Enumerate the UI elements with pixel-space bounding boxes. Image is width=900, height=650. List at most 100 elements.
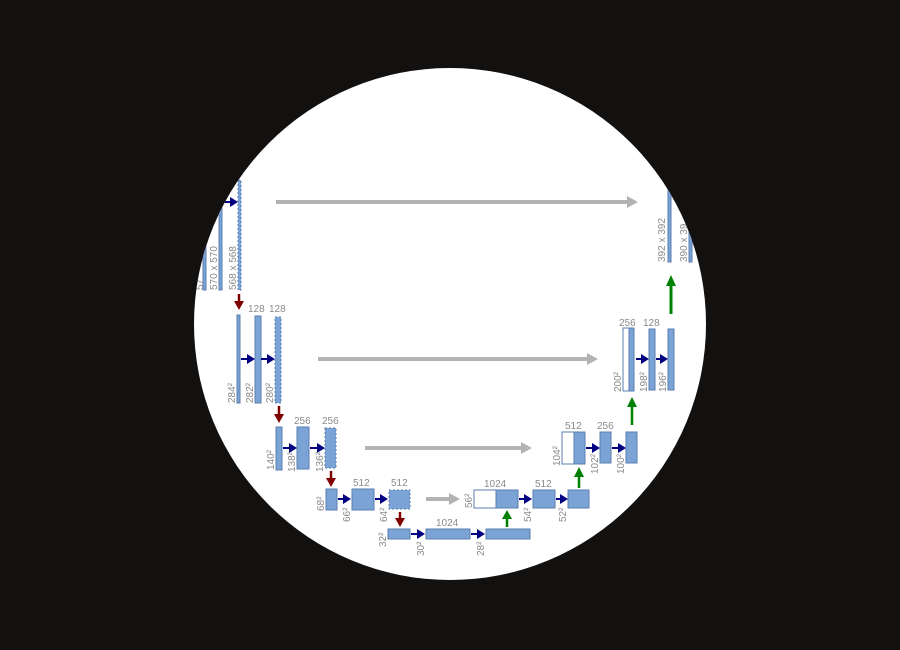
channel-label: 256 — [597, 421, 614, 432]
feature-map-block — [325, 488, 338, 511]
size-label: 100² — [616, 453, 627, 474]
feature-map-block — [425, 528, 471, 540]
pool-arrowhead — [395, 518, 405, 527]
size-label: 28² — [476, 541, 487, 556]
feature-map-block — [573, 431, 586, 465]
channel-label: 256 — [294, 416, 311, 427]
feature-map-block — [485, 528, 531, 540]
upconv-arrowhead — [627, 397, 637, 407]
size-label: 68² — [316, 496, 327, 511]
size-label: 196² — [658, 371, 669, 392]
skip-arrowhead-level1 — [627, 196, 638, 208]
feature-map-block — [274, 316, 282, 404]
feature-map-block — [324, 427, 337, 469]
feature-map-block — [567, 489, 590, 509]
decoder-level-4: 1024 512 56² 54² 52² — [464, 467, 590, 522]
size-label-570: 570 x 570 — [209, 246, 220, 290]
channel-label: 512 — [353, 478, 370, 489]
pool-arrowhead — [234, 301, 244, 310]
upconv-arrowhead — [666, 275, 676, 286]
feature-map-block — [236, 314, 241, 404]
size-label: 136² — [315, 451, 326, 472]
feature-map-block — [648, 328, 656, 391]
size-label: 102² — [590, 453, 601, 474]
skip-arrowhead-level2 — [587, 353, 598, 365]
decoder-level-2: 256 128 200² 198² 196² — [613, 275, 676, 392]
conv-arrowhead — [343, 494, 351, 504]
channel-label: 512 — [535, 479, 552, 490]
size-label-568: 568 x 568 — [228, 246, 239, 290]
conv-arrowhead — [267, 354, 275, 364]
bottleneck-level-5: 1024 32² 30² 28² — [378, 510, 531, 556]
feature-map-block — [667, 328, 675, 391]
size-label: 280² — [265, 382, 276, 403]
conv-arrowhead — [317, 443, 325, 453]
size-label: 138² — [287, 451, 298, 472]
channel-label: 128 — [248, 304, 265, 315]
channel-label: 512 — [565, 421, 582, 432]
size-label: 30² — [416, 541, 427, 556]
size-label: 32² — [378, 532, 389, 547]
size-label: 140² — [266, 449, 277, 470]
size-label: 200² — [613, 371, 624, 392]
feature-map-block — [351, 488, 375, 511]
skip-arrowhead-level3 — [521, 442, 532, 454]
conv-arrowhead — [417, 529, 425, 539]
size-label: 392 x 392 — [657, 218, 668, 262]
feature-map-block — [202, 179, 207, 291]
channel-label: 256 — [322, 416, 339, 427]
size-label: 54² — [523, 507, 534, 522]
size-label-partial: 57 — [195, 278, 206, 290]
feature-map-block — [628, 327, 635, 392]
feature-map-block — [532, 489, 556, 509]
size-label: 66² — [342, 507, 353, 522]
feature-map-block — [275, 426, 283, 471]
channel-label: 128 — [269, 304, 286, 315]
upconv-arrowhead — [574, 467, 584, 477]
conv-arrowhead — [592, 443, 600, 453]
conv-arrowhead — [618, 443, 626, 453]
upconv-arrowhead — [502, 510, 512, 519]
size-label: 198² — [639, 371, 650, 392]
conv-arrowhead — [289, 443, 297, 453]
channel-label: 128 — [643, 318, 660, 329]
channel-label: 512 — [391, 478, 408, 489]
encoder-level-3: 256 256 140² 138² 136² — [266, 416, 339, 487]
conv-arrowhead — [380, 494, 388, 504]
channel-label: 256 — [619, 318, 636, 329]
feature-map-block — [667, 179, 672, 263]
conv-arrowhead — [560, 494, 568, 504]
feature-map-block — [388, 489, 411, 510]
size-label: 284² — [227, 382, 238, 403]
size-label: 390 x 39 — [679, 223, 690, 262]
conv-arrowhead — [477, 529, 485, 539]
feature-map-block — [237, 179, 242, 291]
encoder-level-4: 512 512 68² 66² 64² — [316, 478, 411, 527]
copied-feature-map — [561, 431, 575, 465]
channel-label: 1024 — [484, 479, 507, 490]
size-label: 52² — [558, 507, 569, 522]
size-label: 282² — [245, 382, 256, 403]
channel-label: 1024 — [436, 518, 459, 529]
size-label: 64² — [379, 507, 390, 522]
encoder-level-2: 128 128 284² 282² 280² — [227, 304, 286, 423]
skip-arrowhead-level4 — [449, 493, 460, 505]
feature-map-block — [495, 489, 519, 509]
feature-map-block — [599, 431, 612, 464]
size-label: 56² — [464, 493, 475, 508]
conv-arrowhead — [247, 354, 255, 364]
feature-map-block — [625, 431, 638, 464]
size-label: 104² — [552, 445, 563, 466]
copied-feature-map — [473, 489, 497, 509]
conv-arrowhead — [524, 494, 532, 504]
conv-arrowhead — [660, 354, 668, 364]
pool-arrowhead — [274, 414, 284, 423]
conv-arrowhead — [230, 197, 238, 207]
decoder-level-3: 512 256 104² 102² 100² — [552, 397, 638, 474]
conv-arrowhead — [641, 354, 649, 364]
skip-connections — [276, 196, 638, 505]
feature-map-block — [387, 528, 411, 540]
pool-arrowhead — [326, 478, 336, 487]
